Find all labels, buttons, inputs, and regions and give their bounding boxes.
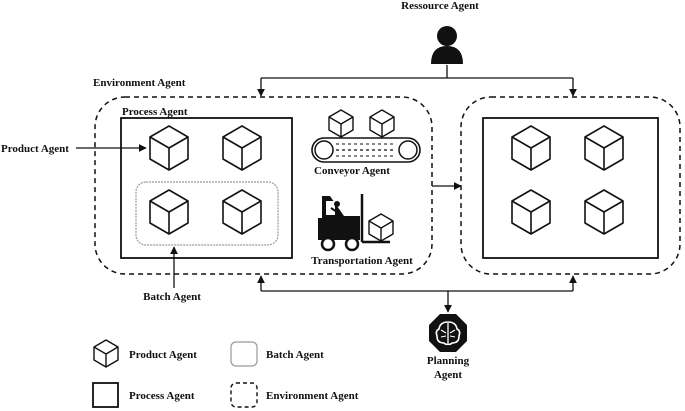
resource-agent-label: Ressource Agent	[401, 0, 479, 12]
cube-icon	[222, 189, 262, 235]
legend-product-agent: Product Agent	[129, 349, 197, 361]
environment-agent-label: Environment Agent	[93, 77, 186, 89]
cube-icon	[511, 189, 551, 235]
legend-environment-swatch	[230, 382, 258, 408]
cube-icon	[222, 125, 262, 171]
legend: Product Agent Batch Agent Process Agent …	[92, 339, 359, 408]
process-agent-label: Process Agent	[122, 106, 188, 118]
legend-process-agent: Process Agent	[129, 390, 195, 402]
forklift-icon	[318, 194, 394, 252]
planning-agent-label-2: Agent	[434, 369, 462, 381]
legend-environment-agent: Environment Agent	[266, 390, 359, 402]
cube-icon	[149, 125, 189, 171]
legend-process-swatch	[92, 382, 119, 408]
cube-icon	[584, 125, 624, 171]
planning-connector	[257, 275, 577, 313]
batch-agent-box	[135, 181, 279, 246]
process-agent-left	[120, 117, 293, 259]
legend-batch-swatch	[230, 341, 258, 367]
cube-icon	[149, 189, 189, 235]
resource-connector	[257, 65, 577, 97]
process-agent-right	[482, 117, 659, 259]
environment-agent-right	[460, 96, 681, 275]
batch-agent-label: Batch Agent	[143, 291, 201, 303]
cube-icon	[511, 125, 551, 171]
cube-icon	[584, 189, 624, 235]
brain-octagon-icon	[429, 314, 467, 352]
planning-agent-label: Planning	[427, 355, 470, 367]
person-icon	[431, 26, 463, 64]
legend-batch-agent: Batch Agent	[266, 349, 324, 361]
conveyor-agent-label: Conveyor Agent	[314, 165, 390, 177]
conveyor-belt-icon	[311, 109, 421, 163]
cube-icon	[93, 339, 119, 368]
transportation-agent-label: Transportation Agent	[311, 255, 413, 267]
product-agent-label: Product Agent	[1, 143, 69, 155]
